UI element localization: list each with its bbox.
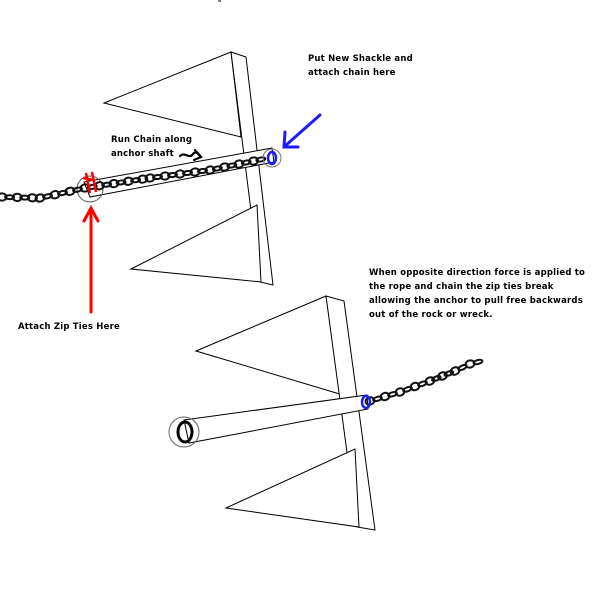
anchor-2-eye [176,420,194,444]
chain-link [34,193,46,203]
chain-link [42,193,53,200]
anchor-1-shackle-ring [262,148,282,168]
chain-link [233,159,245,169]
chain-link [152,173,163,181]
anchor-1-crown [230,51,274,286]
chain-link [49,190,61,200]
anchor-2-crown [325,295,376,531]
anchor-1-lower-fluke [129,204,262,283]
blue-arrow [282,113,322,149]
anchor-1 [76,51,275,286]
chain-2 [364,358,484,406]
chain-link [431,375,442,382]
chain-link [240,159,252,166]
chain-link [472,358,484,366]
chain-link [11,192,23,203]
chain-link [174,169,186,179]
chain-link [211,165,223,172]
put-new-shackle-label: Put New Shackle and attach chain here [308,54,413,78]
chain-link [197,167,208,175]
chain-link [409,381,421,392]
chain-link [226,162,238,169]
chain-link [130,177,142,184]
chain-link [101,181,113,188]
chain-link [115,179,127,186]
black-squiggle-arrow [178,148,203,162]
anchor-2-shackle [360,394,372,410]
chain-link [387,391,398,398]
chain-link [394,387,406,397]
chain-link [219,162,230,172]
chain-link [167,171,178,179]
attach-zip-ties-label: Attach Zip Ties Here [18,322,120,332]
chain-link [437,371,448,381]
chain-link [443,370,455,377]
chain-link [57,189,68,197]
chain-link [0,192,8,202]
chain-link [159,171,171,181]
chain-link [144,173,156,183]
opposite-force-label: When opposite direction force is applied… [369,268,586,320]
anchor-2-lower-fluke [224,448,360,528]
chain-link [72,186,83,193]
chain-link [182,169,193,177]
chain-link [379,391,391,402]
chain-link [248,156,259,166]
chain-link [19,194,31,201]
chain-link [122,176,134,186]
chain-link [204,165,216,175]
run-chain-label: Run Chain along anchor shaft [111,135,193,159]
anchor-2-upper-fluke [194,295,344,396]
anchor-1-upper-fluke [102,51,242,138]
red-arrow [82,204,100,314]
chain-link [137,174,149,184]
chain-link [189,167,201,177]
anchor-2-eye-ring [168,416,200,448]
anchor-2-shaft [183,394,369,444]
chain-link [64,186,76,196]
anchor-2 [168,295,376,531]
chain-link [255,156,267,163]
chain-link [26,193,38,203]
chain-link [108,178,120,189]
chain-1 [0,156,267,203]
anchor-1-shackle [266,150,278,166]
chain-link [424,376,436,386]
zip-tie-mark [82,171,98,194]
chain-link [4,194,16,201]
chain-link [372,395,383,403]
